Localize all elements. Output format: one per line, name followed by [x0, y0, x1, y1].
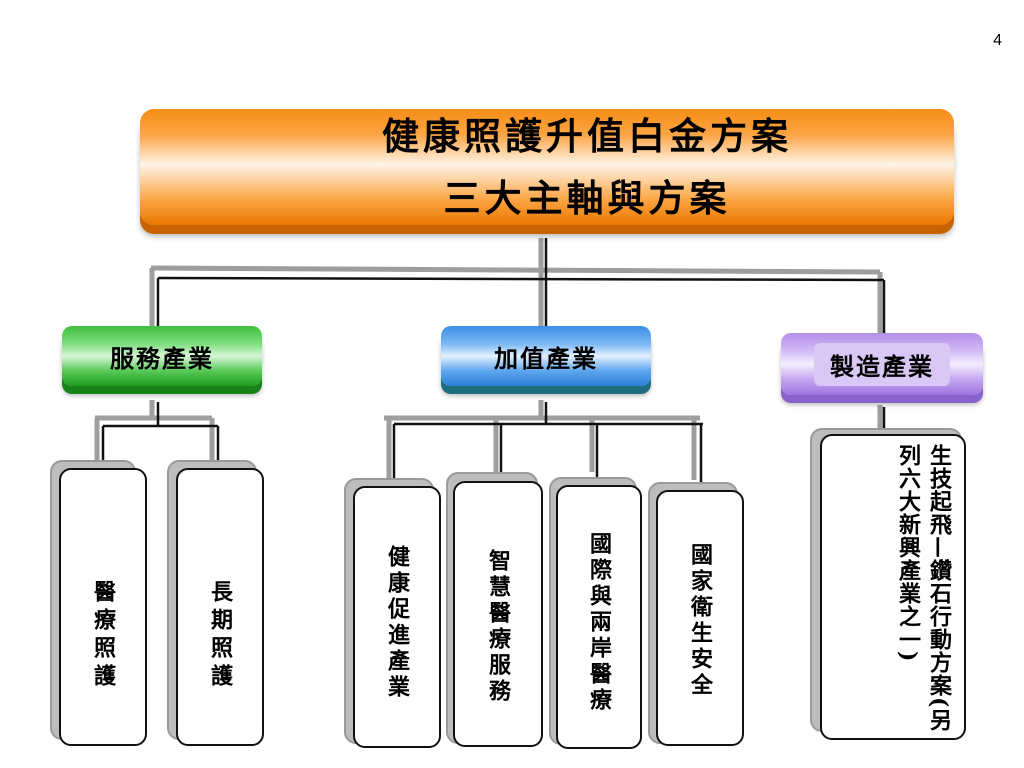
leaf-card-label: 長期照護: [207, 580, 233, 692]
leaf-card-text: 國家衛生安全: [658, 516, 742, 726]
leaf-card-label: 健康促進產業: [384, 545, 410, 701]
category-value-added-industry: 加值產業: [441, 326, 651, 386]
leaf-card-cross-strait-medical: 國際與兩岸醫療: [556, 485, 642, 749]
category-service-industry: 服務產業: [62, 326, 262, 386]
category-label: 服務產業: [110, 343, 214, 373]
leaf-card-text: 國際與兩岸醫療: [558, 513, 640, 733]
category-label: 製造產業: [814, 342, 950, 386]
leaf-card-label: 國家衛生安全: [687, 543, 713, 699]
leaf-card-national-health-security: 國家衛生安全: [656, 490, 744, 746]
leaf-card-health-promotion: 健康促進產業: [353, 486, 441, 748]
category-label: 加值產業: [494, 343, 598, 373]
leaf-card-text: 健康促進產業: [355, 518, 439, 728]
leaf-card-text: 智慧醫療服務: [455, 527, 541, 727]
leaf-card-label: 醫療照護: [90, 580, 116, 692]
leaf-card-text: 長期照護: [178, 516, 262, 756]
title-line-1: 健康照護升值白金方案: [382, 114, 792, 158]
leaf-card-smart-healthcare: 智慧醫療服務: [453, 481, 543, 747]
title-line-2: 三大主軸與方案: [443, 176, 731, 220]
leaf-card-label: 國際與兩岸醫療: [586, 532, 612, 714]
leaf-card-medical-care: 醫療照護: [59, 468, 147, 746]
leaf-card-label: 生技起飛—鑽石行動方案(另列六大新興產業之一): [895, 444, 952, 732]
page-number: 4: [993, 32, 1002, 49]
leaf-card-biotech-diamond-plan: 生技起飛—鑽石行動方案(另列六大新興產業之一): [820, 434, 966, 740]
leaf-card-label: 智慧醫療服務: [485, 549, 511, 705]
title-box: 健康照護升值白金方案 三大主軸與方案: [140, 109, 954, 225]
category-manufacturing-industry: 製造產業: [781, 333, 983, 395]
leaf-card-text: 醫療照護: [61, 516, 145, 756]
leaf-card-long-term-care: 長期照護: [176, 468, 264, 746]
